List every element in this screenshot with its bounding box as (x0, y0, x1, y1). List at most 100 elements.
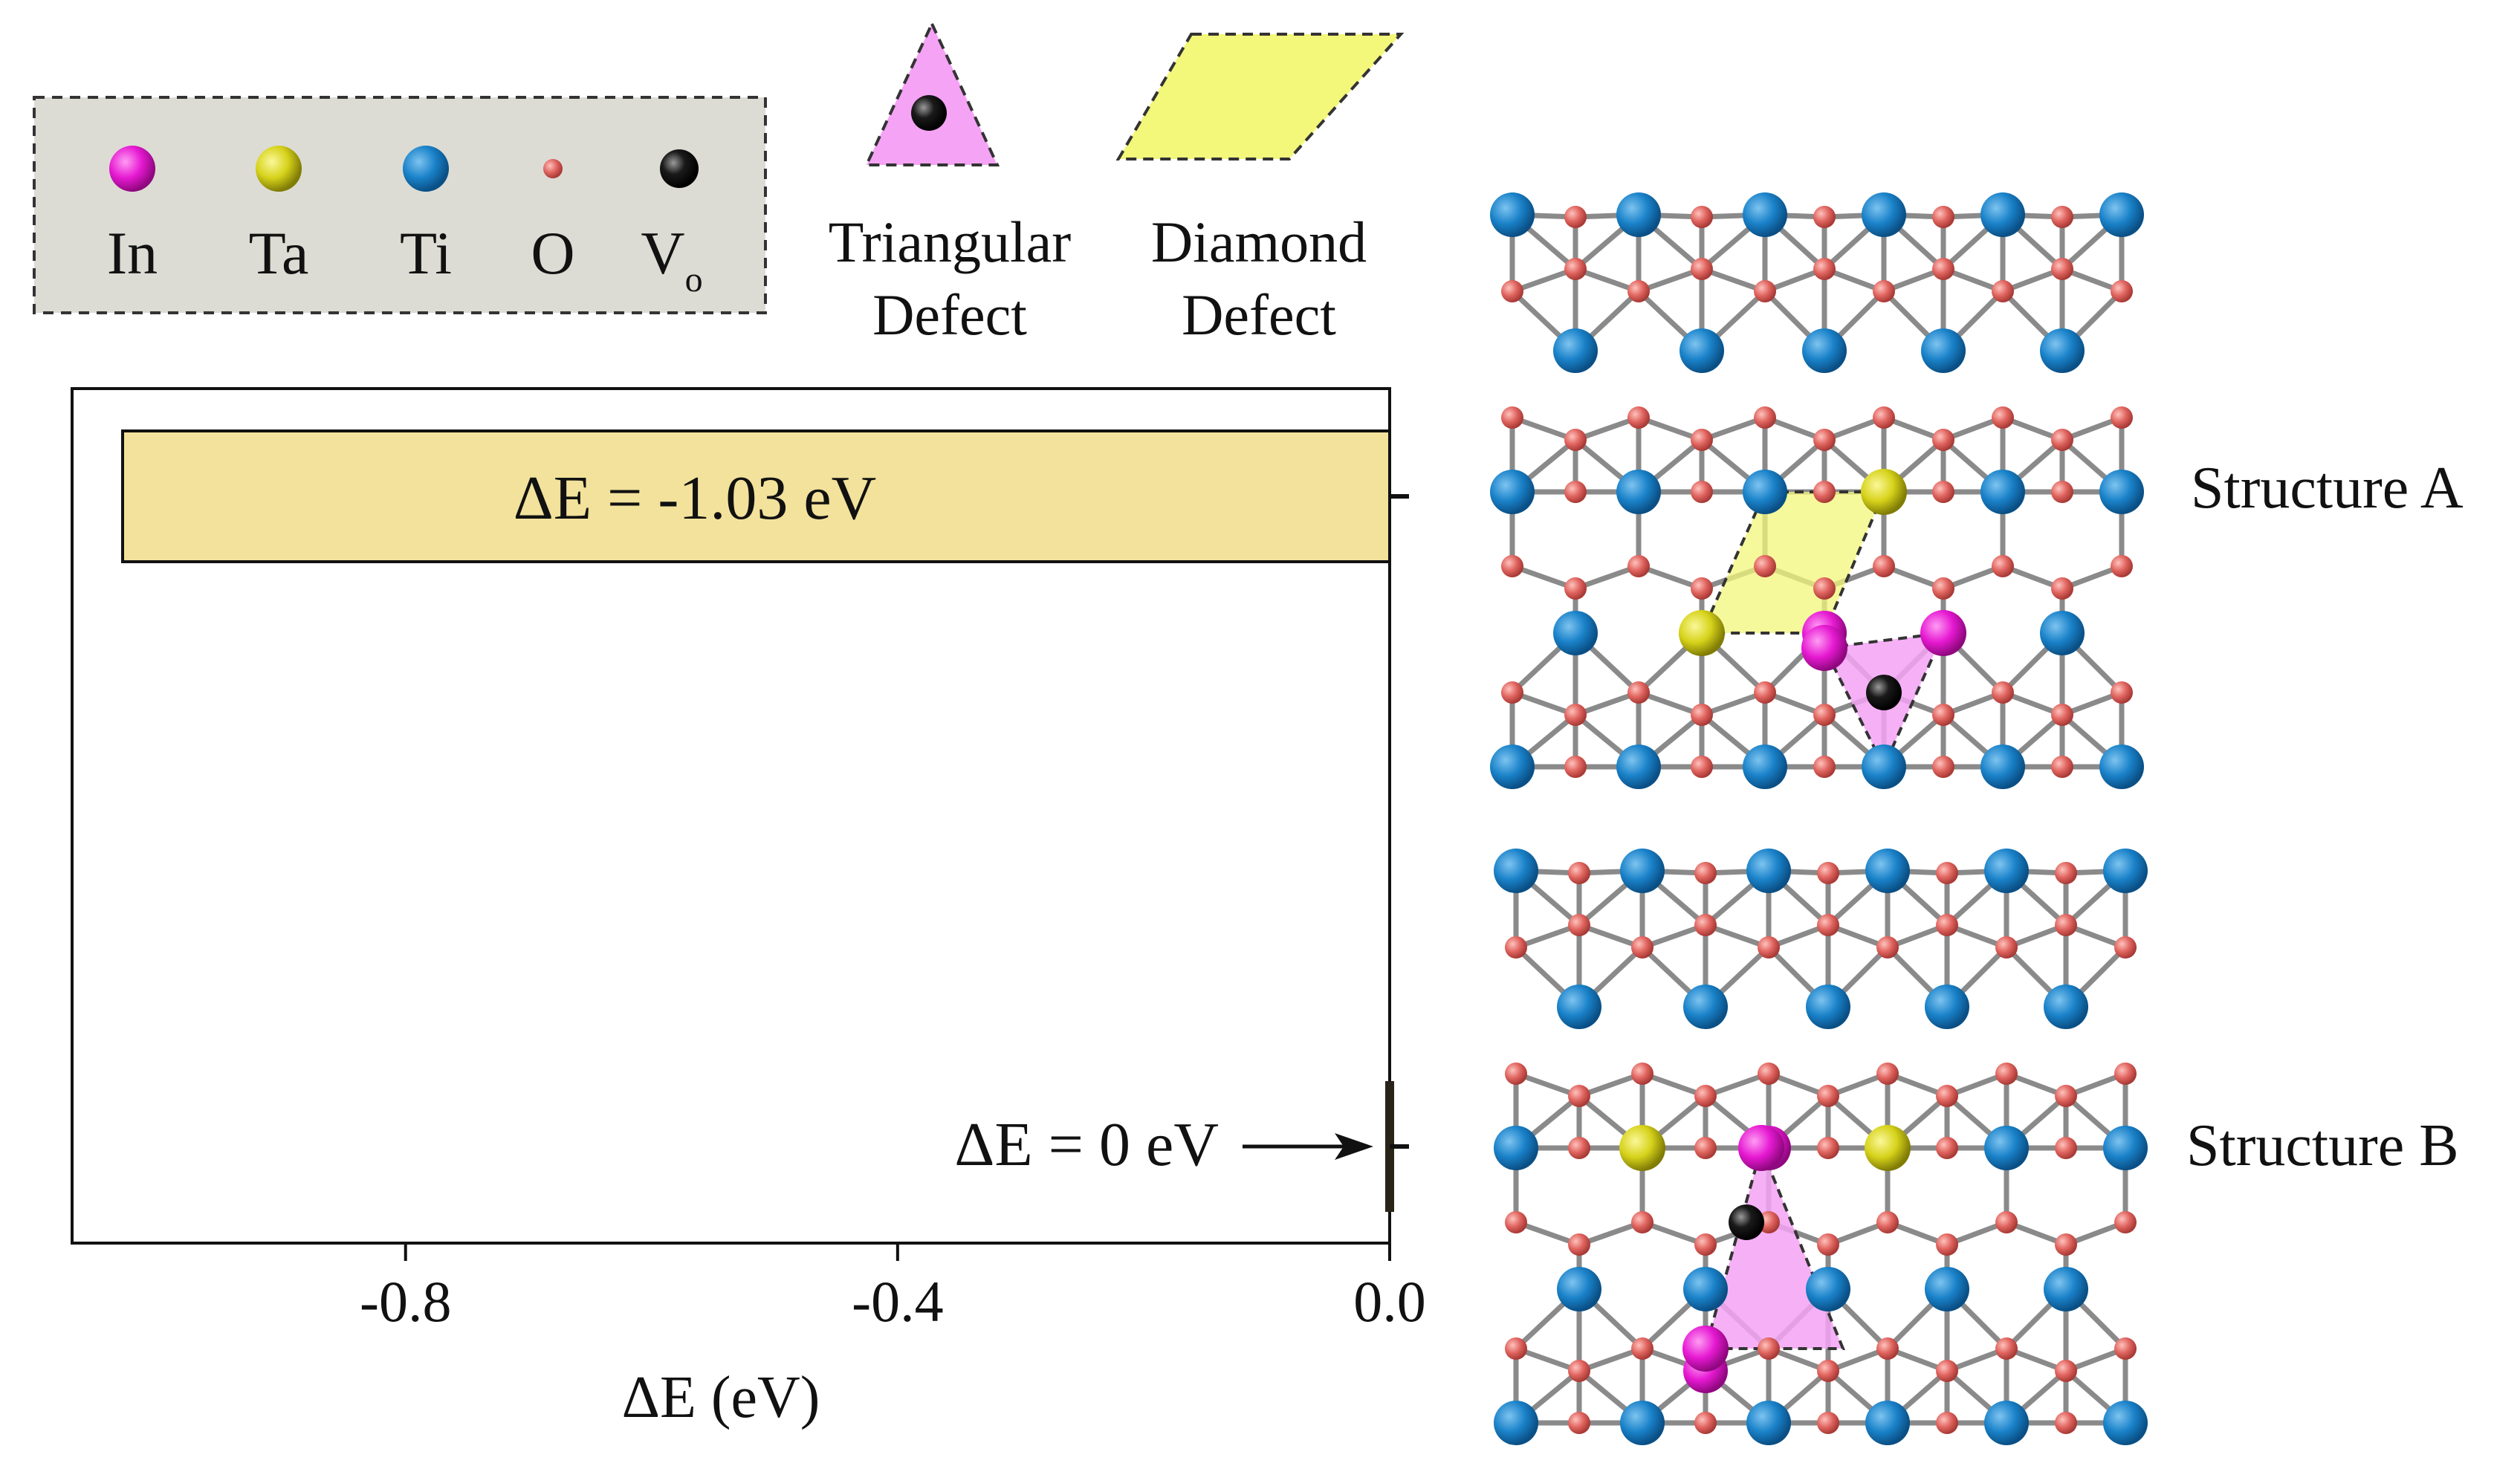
legend-label-ti: Ti (400, 219, 452, 287)
triangular-defect-label-line2: Defect (872, 282, 1027, 347)
bond (1637, 266, 1703, 294)
o-atom (1691, 481, 1713, 503)
ti-atom (1980, 192, 2025, 237)
o-atom (2114, 1337, 2137, 1360)
o-atom (1873, 280, 1895, 302)
o-atom (1813, 577, 1836, 600)
atom-legend: In Ta Ti O Vo (33, 96, 767, 314)
o-atom (1691, 429, 1713, 451)
oxygen-vacancy-atom (1729, 1204, 1764, 1240)
o-atom (1631, 1063, 1653, 1085)
in-atom (1801, 625, 1847, 671)
o-atom (1691, 206, 1713, 228)
o-atom (2055, 862, 2077, 884)
bond (1574, 266, 1640, 294)
ti-atom (1620, 1401, 1665, 1445)
vo-legend-icon (660, 149, 699, 188)
x-tick-label: 0.0 (1353, 1269, 1426, 1334)
o-atom (1501, 280, 1523, 302)
o-atom (1568, 1085, 1590, 1107)
ti-atom (1490, 745, 1535, 789)
ti-atom (1620, 849, 1665, 893)
ti-atom (1494, 1126, 1538, 1170)
ti-atom (2103, 1401, 2148, 1445)
o-atom (1817, 862, 1839, 884)
o-atom (1568, 1360, 1590, 1382)
bond (1574, 415, 1640, 443)
o-atom (1694, 1085, 1717, 1107)
ta-atom (1679, 610, 1725, 656)
o-atom (1817, 1233, 1839, 1256)
o-atom (1505, 1063, 1527, 1085)
o-atom (1995, 1337, 2018, 1360)
bond (1511, 266, 1577, 294)
ti-atom (1865, 1401, 1910, 1445)
o-atom (1813, 206, 1836, 228)
o-atom (2051, 577, 2073, 600)
bond (1578, 1346, 1644, 1374)
ti-atom (2099, 192, 2144, 237)
o-atom (1568, 1412, 1590, 1434)
o-atom (1754, 280, 1776, 302)
ti-atom (2040, 611, 2085, 655)
o-atom (1568, 1233, 1590, 1256)
o-atom (1932, 429, 1954, 451)
x-axis-label: ΔE (eV) (622, 1365, 820, 1430)
o-legend-icon (543, 159, 563, 178)
ti-legend-icon (403, 146, 449, 192)
o-atom (1505, 1337, 1527, 1360)
o-atom (1876, 1337, 1899, 1360)
o-atom (1817, 1137, 1839, 1159)
o-atom (1694, 1412, 1717, 1434)
bond (1574, 690, 1640, 718)
o-atom (2055, 1412, 2077, 1434)
o-atom (2051, 258, 2073, 280)
o-atom (1501, 406, 1523, 429)
structure-b-model (1494, 849, 2148, 1445)
oxygen-vacancy-atom (1866, 675, 1902, 710)
ti-atom (1490, 192, 1535, 237)
o-atom (1873, 555, 1895, 577)
ti-atom (1494, 849, 1538, 893)
o-atom (1936, 1137, 1958, 1159)
triangular-defect-label-line1: Triangular (829, 210, 1071, 274)
atom-layer (1490, 192, 2144, 789)
o-atom (1932, 206, 1954, 228)
o-atom (1627, 406, 1650, 429)
o-atom (1754, 681, 1776, 704)
structure-a-model (1490, 192, 2144, 789)
o-atom (1813, 756, 1836, 778)
o-atom (1995, 1211, 2018, 1233)
o-atom (1992, 555, 2014, 577)
ti-atom (1557, 985, 1601, 1029)
o-atom (1758, 936, 1780, 959)
o-atom (1691, 756, 1713, 778)
ti-atom (1806, 1267, 1850, 1311)
bond (1511, 690, 1577, 718)
ti-atom (1683, 985, 1728, 1029)
ti-atom (1743, 470, 1787, 514)
bond (1511, 415, 1577, 443)
ti-atom (1743, 745, 1787, 789)
ti-atom (1557, 1267, 1601, 1311)
o-atom (2114, 936, 2137, 959)
bond (1641, 922, 1707, 950)
o-atom (1817, 1085, 1839, 1107)
o-atom (1813, 429, 1836, 451)
o-atom (2114, 1211, 2137, 1233)
o-atom (1936, 914, 1958, 936)
ti-atom (1680, 328, 1724, 373)
ti-atom (1683, 1267, 1728, 1311)
bond (1700, 690, 1766, 718)
o-atom (1936, 1412, 1958, 1434)
diamond-defect-region (1699, 490, 1887, 635)
ti-atom (1865, 849, 1910, 893)
ti-atom (2044, 985, 2088, 1029)
x-tick-label: -0.4 (852, 1269, 943, 1334)
legend-label-in: In (107, 219, 158, 287)
bond (1700, 266, 1766, 294)
data-label-structure-a: ΔE = -1.03 eV (514, 464, 877, 533)
o-atom (1932, 481, 1954, 503)
